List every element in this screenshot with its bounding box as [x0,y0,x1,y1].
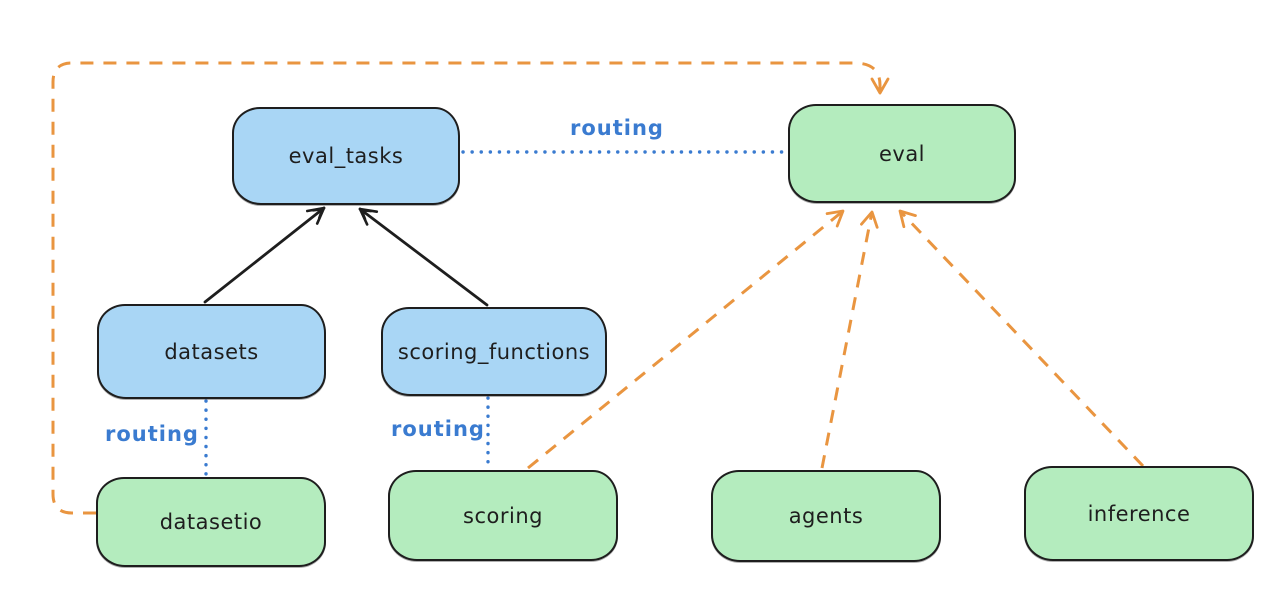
node-eval-label: eval [878,141,926,166]
edge-agents-to-eval [820,210,879,469]
node-datasetio: datasetio [96,477,326,567]
node-agents-label: agents [788,504,864,528]
routing-label-datasets-datasetio: routing [105,422,199,446]
node-datasets: datasets [97,304,326,399]
node-inference-label: inference [1087,501,1191,526]
node-datasets-label: datasets [164,339,259,364]
node-scoring-functions-label: scoring_functions [397,339,591,364]
edge-datasets-to-eval-tasks [203,206,326,304]
node-scoring-functions: scoring_functions [381,307,607,396]
routing-label-scoring-functions-scoring: routing [391,417,485,441]
routing-label-eval-tasks-eval: routing [570,116,664,140]
node-eval-tasks-label: eval_tasks [288,144,404,168]
edge-inference-to-eval [898,209,1145,468]
edge-scoring-functions-to-eval-tasks [358,207,489,307]
node-agents: agents [711,470,941,562]
node-datasetio-label: datasetio [159,510,263,534]
node-scoring-label: scoring [463,503,543,528]
node-inference: inference [1024,466,1254,561]
node-eval-tasks: eval_tasks [232,107,460,205]
node-eval: eval [788,104,1016,203]
node-scoring: scoring [388,470,618,561]
